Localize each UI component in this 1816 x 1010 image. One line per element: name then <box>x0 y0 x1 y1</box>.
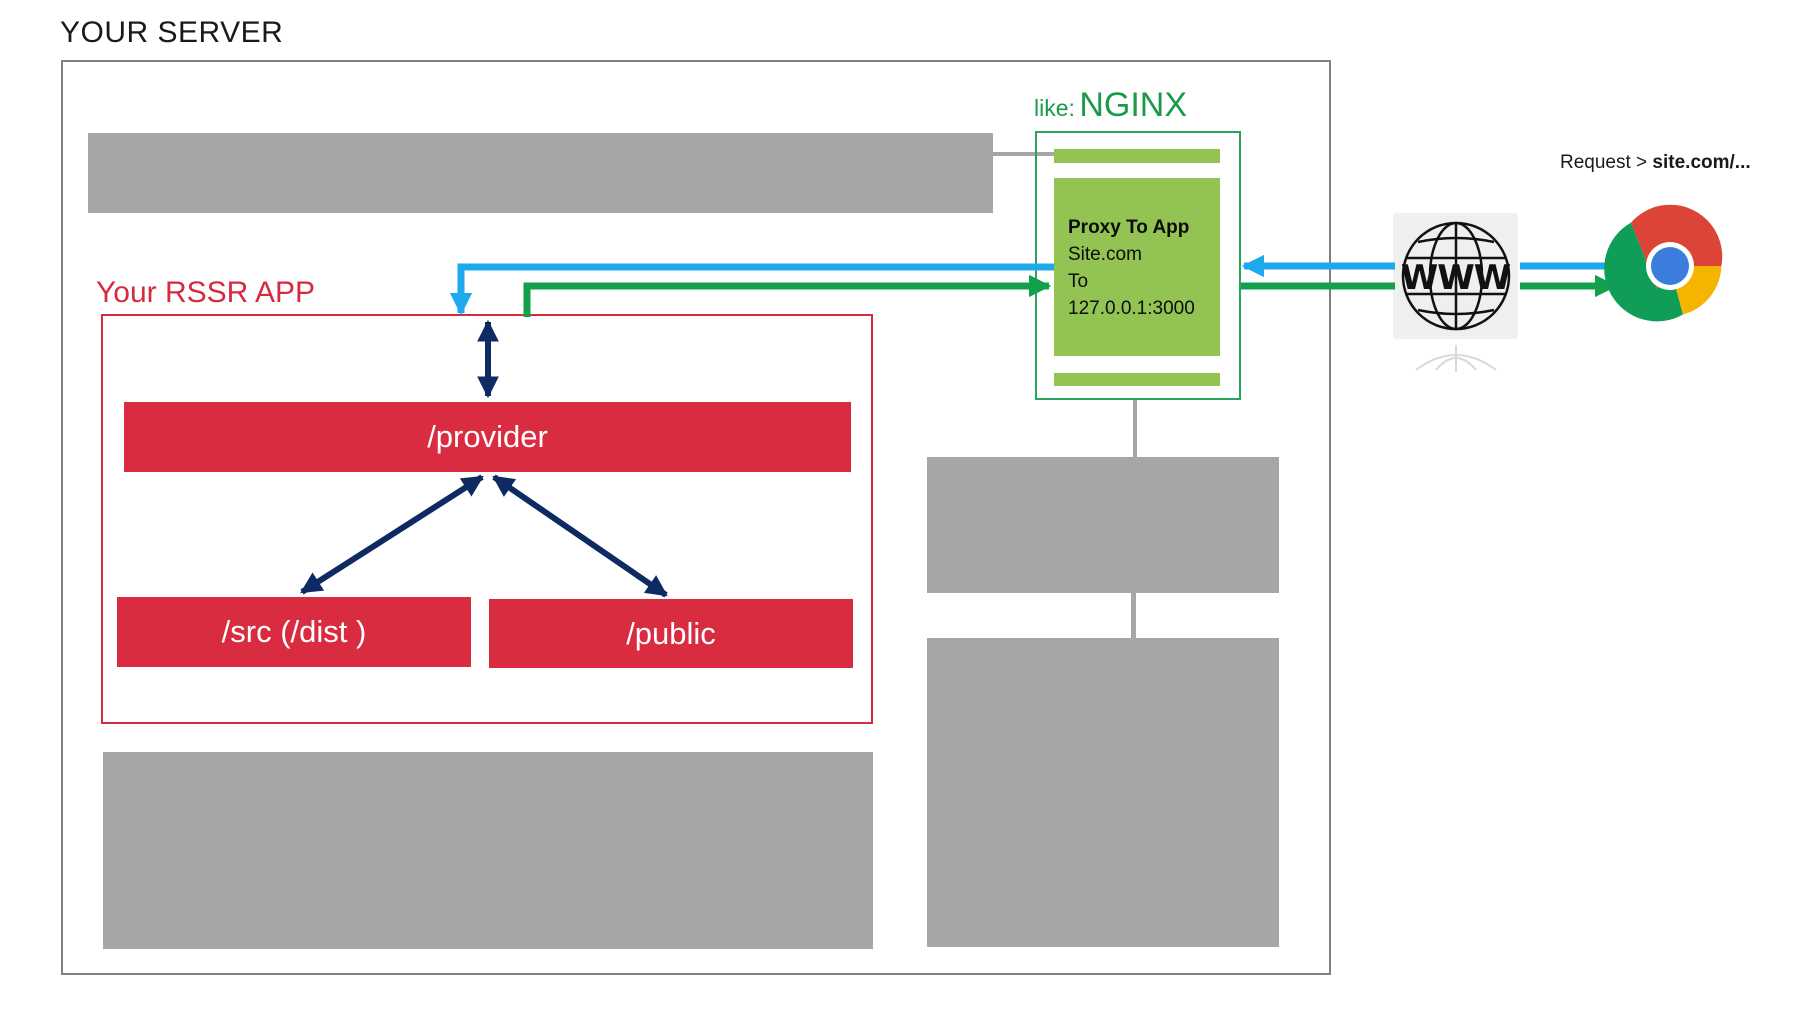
placeholder-block-bottom-left <box>103 752 873 949</box>
public-label: /public <box>626 615 716 651</box>
src-block: /src (/dist ) <box>117 597 471 667</box>
nginx-like-prefix: like: <box>1034 95 1075 121</box>
placeholder-block-right-middle <box>927 457 1279 593</box>
proxy-line-2: To <box>1068 271 1089 292</box>
nginx-name: NGINX <box>1079 86 1188 124</box>
connector-line-top <box>993 152 1055 156</box>
server-box <box>61 60 1331 975</box>
request-text: Request > site.com/... <box>1560 152 1751 174</box>
www-label: WWW <box>1400 258 1512 298</box>
proxy-panel: Proxy To App Site.com To 127.0.0.1:3000 <box>1054 178 1220 356</box>
public-block: /public <box>489 599 853 668</box>
globe-reflection <box>1415 345 1497 372</box>
provider-src-arrow <box>300 474 484 595</box>
app-title: Your RSSR APP <box>96 276 316 309</box>
response-arrow-green <box>523 274 1618 317</box>
provider-label: /provider <box>427 419 548 454</box>
request-prefix: Request > <box>1560 152 1653 173</box>
app-box <box>101 314 873 724</box>
globe-icon <box>1401 221 1511 331</box>
proxy-title: Proxy To App <box>1068 217 1190 238</box>
proxy-line-1: Site.com <box>1068 244 1142 265</box>
src-label: /src (/dist ) <box>221 614 367 649</box>
server-title: YOUR SERVER <box>60 16 284 49</box>
proxy-line-3: 127.0.0.1:3000 <box>1068 298 1195 319</box>
chrome-icon <box>1604 204 1723 322</box>
nginx-top-bar <box>1054 149 1220 163</box>
placeholder-block-right-bottom <box>927 638 1279 947</box>
connector-line-right-blocks <box>1131 593 1136 638</box>
placeholder-block-top <box>88 133 993 213</box>
provider-public-arrow <box>492 474 668 598</box>
connector-line-nginx-down <box>1133 400 1137 457</box>
nginx-label: like: NGINX <box>1034 86 1187 125</box>
request-arrow-blue <box>449 254 1620 316</box>
request-url: site.com/... <box>1652 152 1751 173</box>
nginx-bottom-bar <box>1054 373 1220 386</box>
provider-block: /provider <box>124 402 851 472</box>
